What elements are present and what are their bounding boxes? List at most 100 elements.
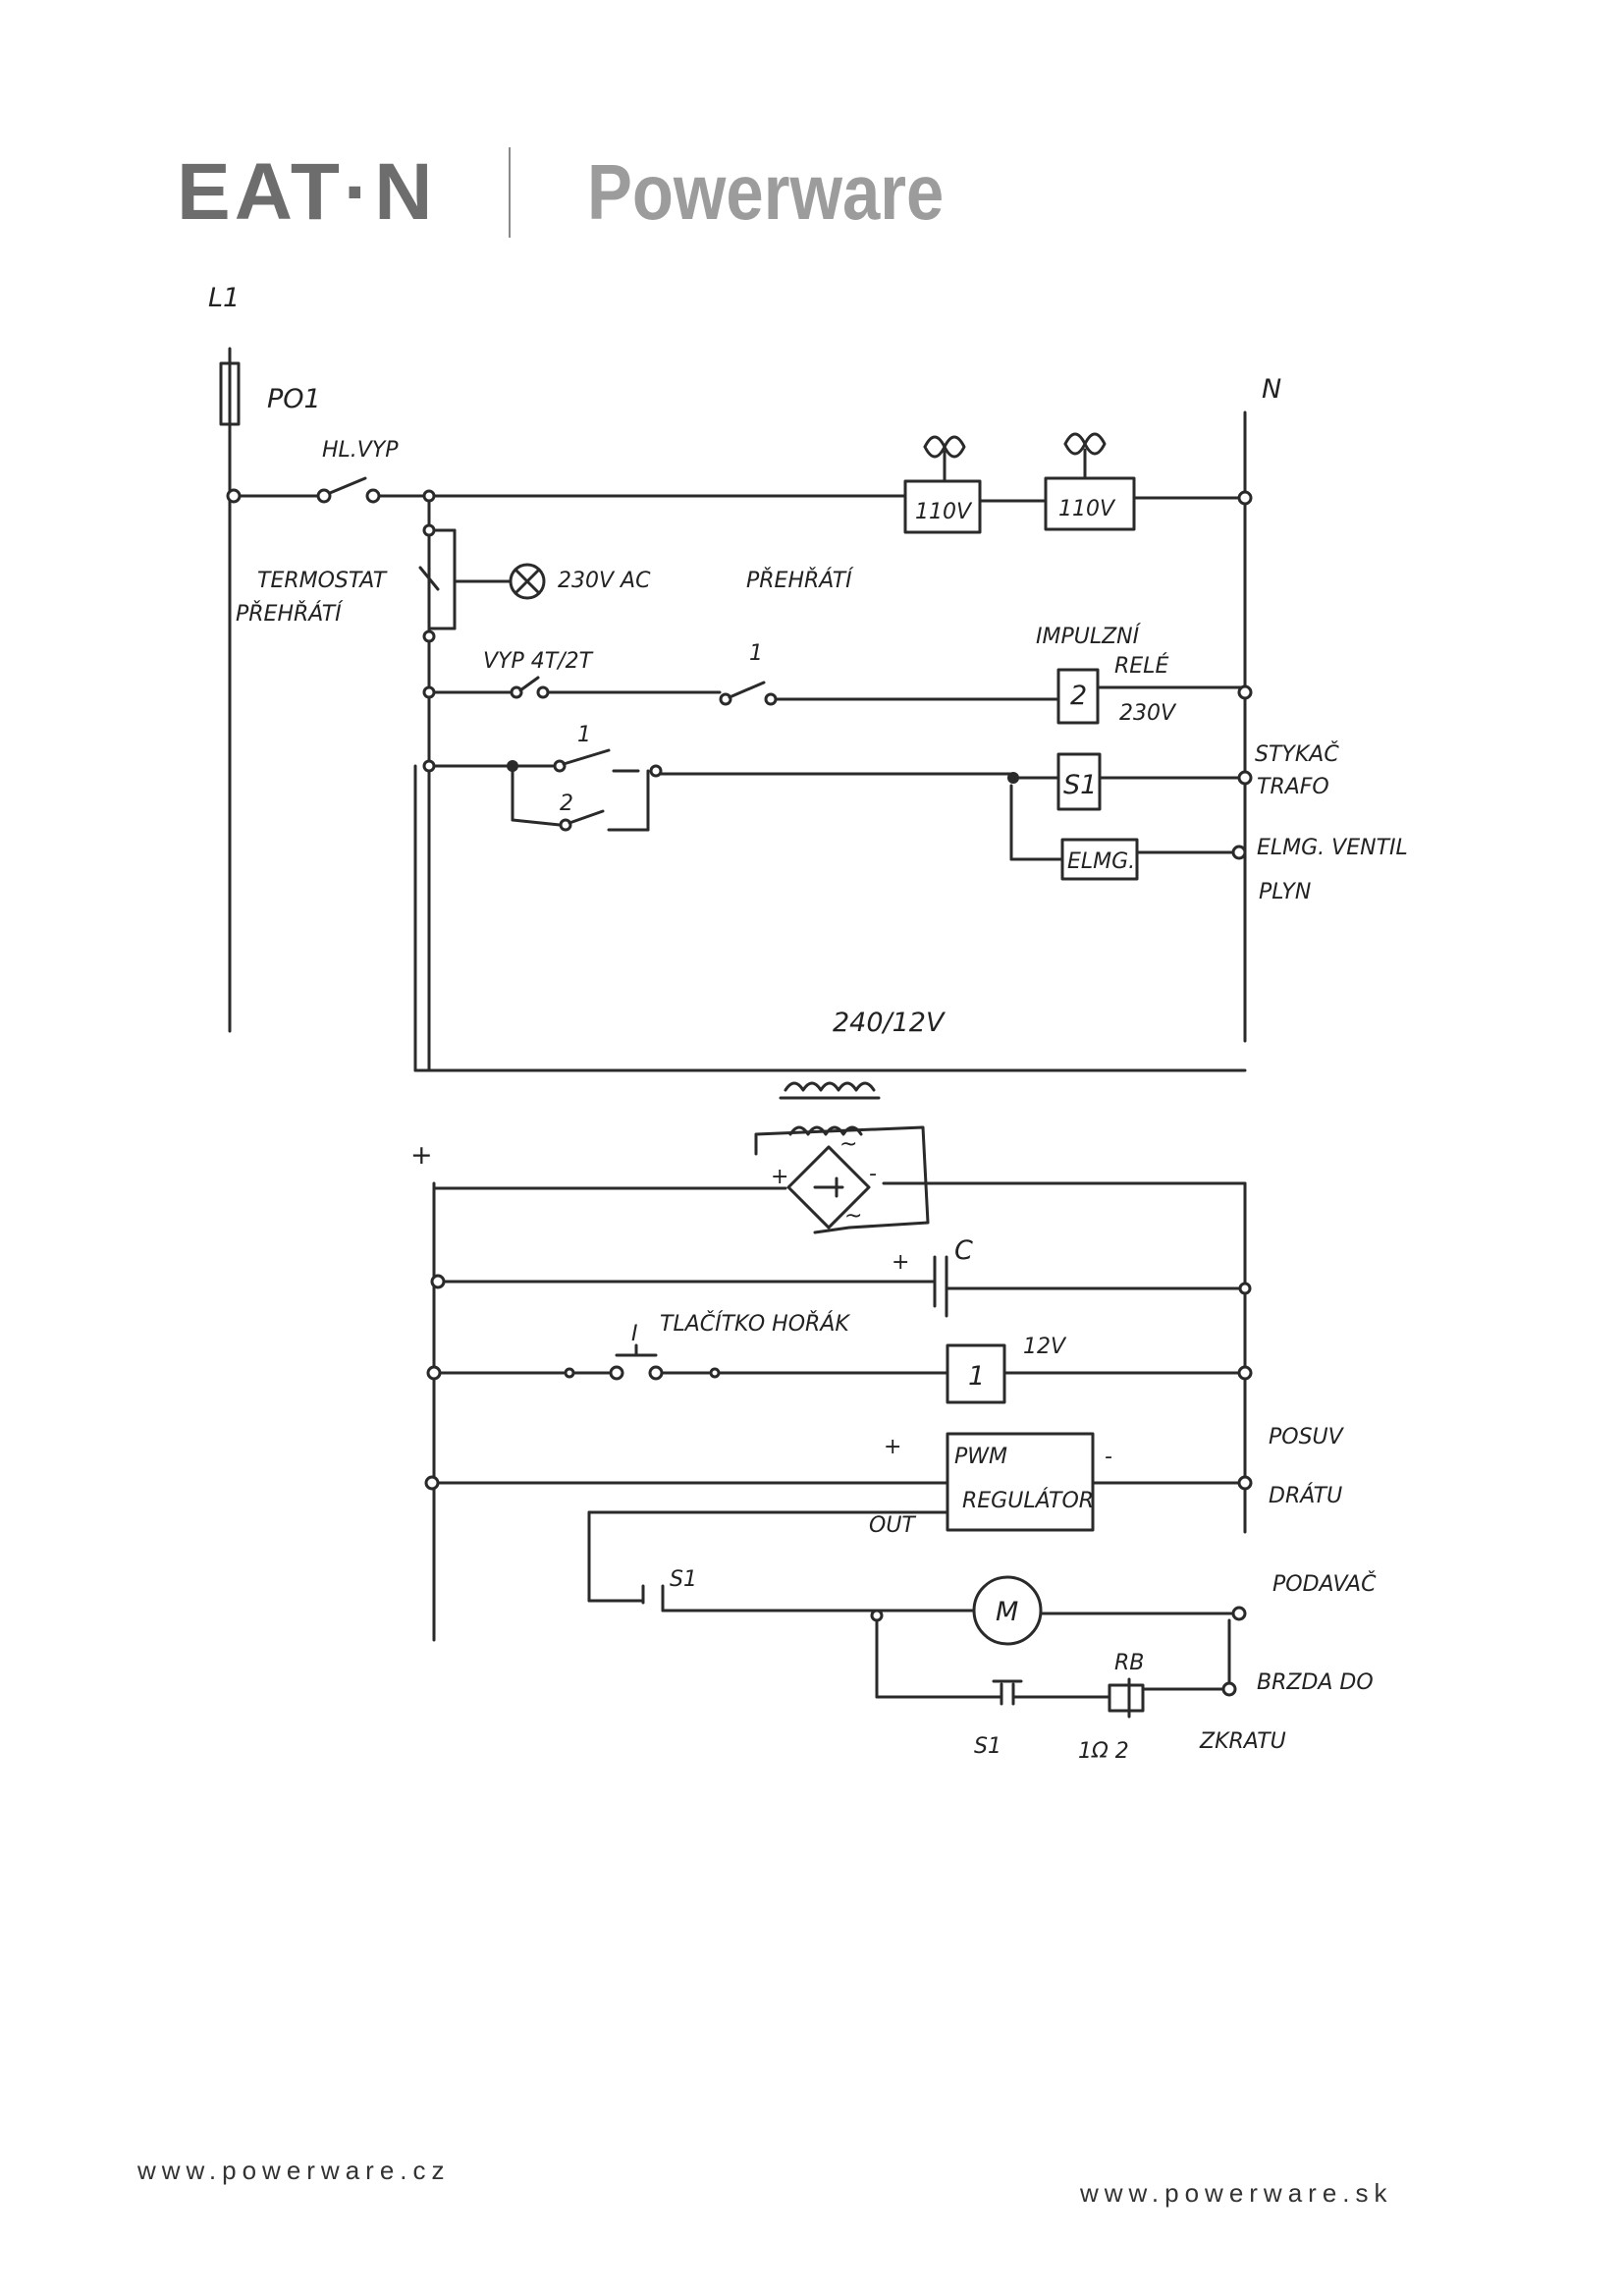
contact-upper-a xyxy=(553,759,567,773)
label-l1: L1 xyxy=(208,283,240,313)
lower-node-pwm xyxy=(424,1475,440,1491)
fan1-box xyxy=(903,479,982,534)
label-rb: RB xyxy=(1114,1651,1144,1675)
transformer-secondary xyxy=(788,1125,863,1136)
contact-lower-feed xyxy=(511,818,562,827)
l1-node-main xyxy=(226,488,242,504)
label-valve: ELMG. VENTIL xyxy=(1257,836,1408,860)
motor-symbol xyxy=(972,1575,1043,1646)
footer-url-cz: www.powerware.cz xyxy=(137,2156,451,2185)
s1-coil-box xyxy=(1056,752,1102,811)
lamp-cross-b xyxy=(514,568,541,595)
label-relay-num: 2 xyxy=(1070,681,1087,711)
lower-node-button xyxy=(426,1365,442,1381)
label-feed2: DRÁTU xyxy=(1269,1483,1342,1508)
label-thermostat: TERMOSTAT xyxy=(257,569,388,593)
label-bridge-plus: + xyxy=(771,1165,788,1189)
vyp-blade xyxy=(518,676,540,692)
label-cap-plus: + xyxy=(892,1250,909,1275)
label-fuse: PO1 xyxy=(267,384,321,414)
label-contact-1b: 1 xyxy=(577,723,591,747)
label-contactor: STYKAČ xyxy=(1255,741,1339,767)
label-vyp-switch: VYP 4T/2T xyxy=(483,649,594,674)
fuse-po1-symbol xyxy=(219,361,241,426)
bus-node-vyp xyxy=(422,685,436,699)
button-terminal-b xyxy=(648,1365,664,1381)
label-feeder: PODAVAČ xyxy=(1272,1571,1377,1597)
contact1-terminal-a xyxy=(719,692,732,706)
brand-logo: EAT·N Powerware xyxy=(177,147,1002,238)
contact-upper-blade xyxy=(562,748,611,766)
label-overheat: PŘEHŘÁTÍ xyxy=(746,568,854,593)
label-contact-2: 2 xyxy=(560,792,573,816)
label-relay-volt: 230V xyxy=(1119,701,1177,726)
main-switch-terminal-b xyxy=(365,488,381,504)
valve-box xyxy=(1060,838,1139,881)
vyp-terminal-a xyxy=(510,685,523,699)
bridge-enclosure xyxy=(754,1125,930,1234)
thermostat-contact xyxy=(418,566,440,591)
impulse-relay-box xyxy=(1056,668,1100,725)
fan2-box xyxy=(1044,476,1136,531)
label-brake: BRZDA DO xyxy=(1257,1670,1374,1695)
label-ac1: ~ xyxy=(839,1132,857,1157)
logo-divider xyxy=(509,147,512,238)
label-cap: C xyxy=(954,1235,973,1266)
lower-right-button xyxy=(1237,1365,1253,1381)
main-switch-blade xyxy=(328,476,367,495)
label-plus-rail: + xyxy=(410,1140,433,1171)
label-valve-box: ELMG. xyxy=(1067,849,1135,874)
transformer-primary xyxy=(784,1081,876,1092)
label-transformer: 240/12V xyxy=(833,1008,947,1038)
button-terminal-a xyxy=(609,1365,624,1381)
label-contact-1a: 1 xyxy=(749,641,763,666)
label-out: OUT xyxy=(869,1513,916,1538)
label-main-switch: HL.VYP xyxy=(322,438,399,463)
n-node-relay xyxy=(1237,684,1253,700)
label-n: N xyxy=(1262,374,1281,405)
n-node-valve xyxy=(1231,845,1247,860)
label-pwm2: REGULÁTOR xyxy=(962,1488,1094,1513)
fan1-icon xyxy=(923,435,966,459)
eaton-logo-text: EAT·N xyxy=(177,147,437,237)
n-node-main xyxy=(1237,490,1253,506)
label-impulse-relay2: RELÉ xyxy=(1114,653,1168,679)
lower-right-motor xyxy=(1231,1606,1247,1621)
lower-right-cap xyxy=(1238,1282,1252,1295)
n-node-s1 xyxy=(1237,770,1253,786)
label-pwm-minus: - xyxy=(1105,1445,1112,1469)
footer-url-sk: www.powerware.sk xyxy=(1080,2178,1393,2208)
label-s1-contact: S1 xyxy=(670,1567,697,1592)
label-s1-coil: S1 xyxy=(1063,770,1097,800)
bus-node-main xyxy=(422,489,436,503)
bus-node-lamp xyxy=(422,523,436,537)
label-pwm-plus: + xyxy=(884,1435,901,1459)
label-bridge-minus: - xyxy=(869,1162,877,1186)
label-fan2: 110V xyxy=(1058,497,1116,521)
label-brake2: ZKRATU xyxy=(1199,1729,1286,1754)
contact-lower-blade xyxy=(568,809,605,825)
label-relay1: 1 xyxy=(968,1361,985,1392)
motor-junction xyxy=(870,1609,884,1622)
label-button-id: I xyxy=(631,1322,638,1346)
contact-merge-node xyxy=(649,764,663,778)
label-fan1: 110V xyxy=(915,500,973,524)
bus-node-therm xyxy=(422,629,436,643)
label-ohm: 1Ω 2 xyxy=(1078,1739,1129,1764)
label-motor: M xyxy=(996,1597,1018,1627)
label-contactor2: TRAFO xyxy=(1257,775,1329,799)
label-thermostat2: PŘEHŘÁTÍ xyxy=(236,601,344,627)
lamp-symbol xyxy=(509,563,546,600)
label-valve2: PLYN xyxy=(1259,880,1311,904)
powerware-logo-text: Powerware xyxy=(587,148,945,236)
label-relay1-volt: 12V xyxy=(1023,1335,1067,1359)
label-button: TLAČÍTKO HOŘÁK xyxy=(660,1311,850,1337)
bridge-rectifier xyxy=(786,1145,871,1230)
lower-right-pwm xyxy=(1237,1475,1253,1491)
main-switch-terminal-a xyxy=(316,488,332,504)
contact-lower-a xyxy=(559,818,572,832)
label-lamp: 230V AC xyxy=(558,569,651,593)
lower-node-cap xyxy=(430,1274,446,1289)
label-ac2: ~ xyxy=(844,1204,862,1229)
label-feed: POSUV xyxy=(1269,1425,1345,1449)
